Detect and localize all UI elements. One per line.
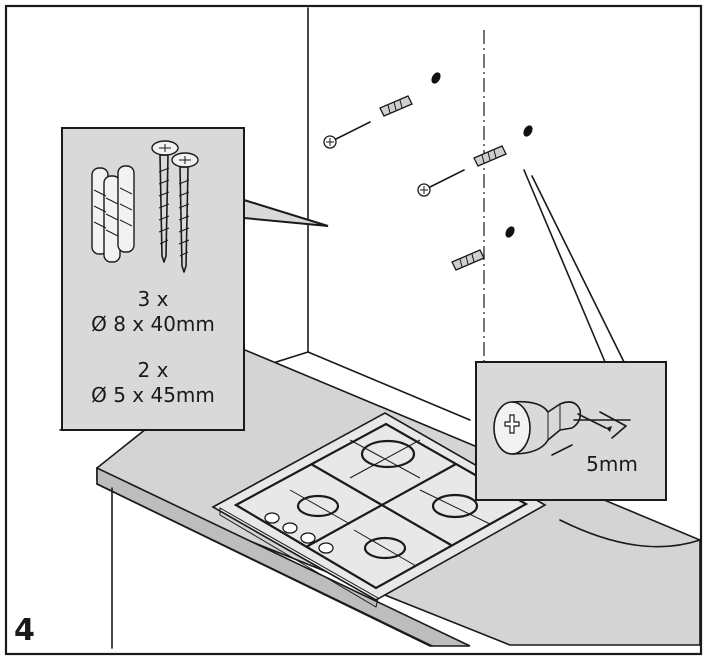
drill-holes xyxy=(431,72,533,238)
gap-label: 5mm xyxy=(586,452,638,476)
screws-illustration-icon xyxy=(151,140,199,273)
control-knobs xyxy=(264,512,334,554)
wall-plugs-illustration-icon xyxy=(91,165,135,263)
plugs-count: 3 x xyxy=(138,287,169,311)
step-number: 4 xyxy=(14,613,35,648)
screw-head-detail-icon xyxy=(493,400,631,455)
wall-plug-icon xyxy=(379,95,507,271)
screw-detail-box: 5mm xyxy=(475,361,667,501)
gas-hob xyxy=(211,412,547,608)
fixings-panel: 3 x Ø 8 x 40mm 2 x Ø 5 x 45mm xyxy=(61,127,245,431)
detail-pointer xyxy=(523,169,625,363)
wood-screw-icon xyxy=(323,121,465,197)
plugs-size: Ø 8 x 40mm xyxy=(91,312,215,336)
screws-size: Ø 5 x 45mm xyxy=(91,383,215,407)
screws-count: 2 x xyxy=(138,358,169,382)
